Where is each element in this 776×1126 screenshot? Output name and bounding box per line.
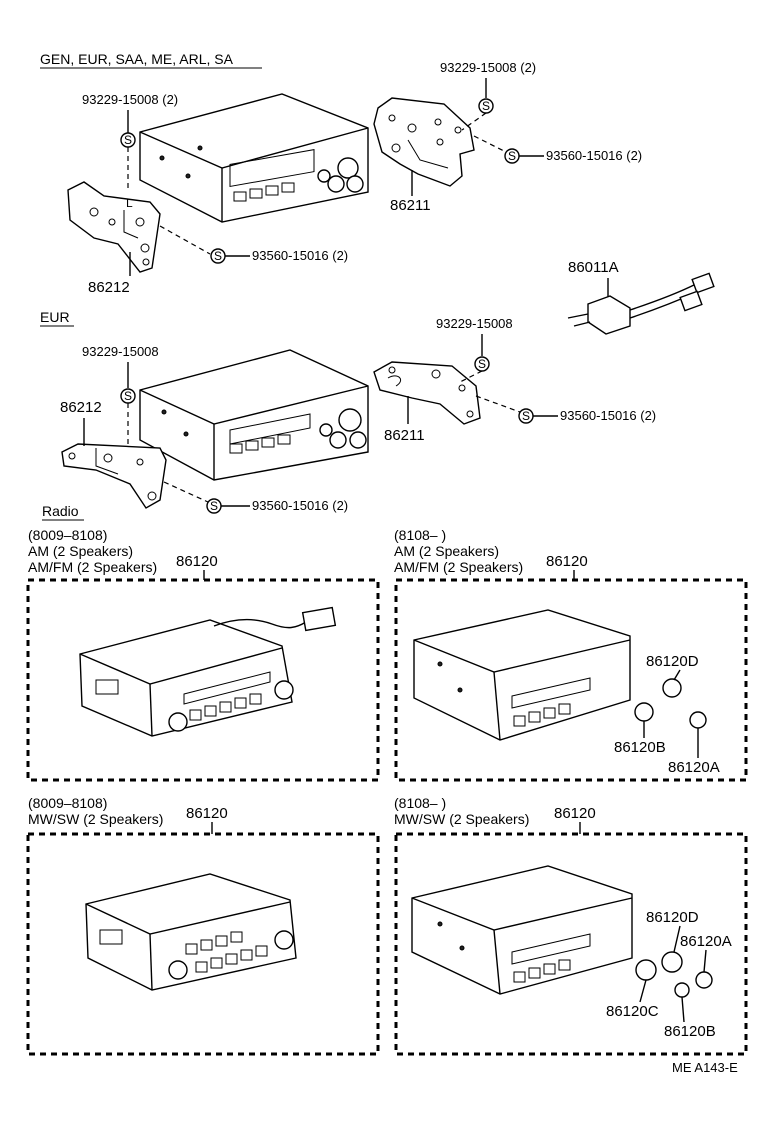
panel3-part: 86120 — [186, 805, 228, 822]
panel4-knob-b: 86120B — [664, 1023, 716, 1040]
svg-text:S: S — [522, 409, 530, 423]
panel3-line1: MW/SW (2 Speakers) — [28, 811, 163, 827]
panel4-period: (8108– ) — [394, 795, 446, 811]
panel4-knob-d: 86120D — [646, 909, 699, 926]
section-header-radio: Radio — [42, 503, 79, 519]
panel1-period: (8009–8108) — [28, 527, 107, 543]
part-label-86211-a: 86211 — [390, 197, 431, 214]
panel2-period: (8108– ) — [394, 527, 446, 543]
svg-text:S: S — [210, 499, 218, 513]
part-label-86212-a: 86212 — [88, 279, 130, 296]
panel1-line2: AM/FM (2 Speakers) — [28, 559, 157, 575]
part-label-86011A: 86011A — [568, 259, 619, 276]
part-label-86212-b: 86212 — [60, 399, 102, 416]
part-label-86211-b: 86211 — [384, 427, 425, 444]
panel2-line1: AM (2 Speakers) — [394, 543, 499, 559]
panel2-knob-d: 86120D — [646, 653, 699, 670]
panel4-line1: MW/SW (2 Speakers) — [394, 811, 529, 827]
svg-text:L: L — [126, 196, 133, 210]
panel2-part: 86120 — [546, 553, 588, 570]
svg-text:S: S — [478, 357, 486, 371]
bracket-right-86211 — [373, 361, 481, 425]
radio-unit-icon — [139, 349, 369, 481]
part-label-93229-d: 93229-15008 — [436, 316, 513, 331]
radio-unit-icon — [79, 606, 337, 737]
part-label-93560-b: 93560-15016 (2) — [546, 148, 642, 163]
radio-unit-icon — [411, 865, 633, 995]
part-label-93560-c: 93560-15016 (2) — [252, 498, 348, 513]
radio-unit-icon — [413, 609, 631, 741]
panel4-part: 86120 — [554, 805, 596, 822]
panel3-period: (8009–8108) — [28, 795, 107, 811]
panel2-knob-b: 86120B — [614, 739, 666, 756]
panel1-line1: AM (2 Speakers) — [28, 543, 133, 559]
bracket-left-86212: L — [67, 181, 161, 273]
section-header-general: GEN, EUR, SAA, ME, ARL, SA — [40, 51, 234, 67]
panel2-knob-a: 86120A — [668, 759, 720, 776]
part-label-93560-d: 93560-15016 (2) — [560, 408, 656, 423]
part-label-93229-b: 93229-15008 (2) — [440, 60, 536, 75]
figure-code: ME A143-E — [672, 1060, 738, 1075]
part-label-93229-a: 93229-15008 (2) — [82, 92, 178, 107]
svg-text:S: S — [214, 249, 222, 263]
svg-text:S: S — [124, 133, 132, 147]
section-header-eur: EUR — [40, 309, 70, 325]
knob-icon — [634, 678, 707, 729]
panel2-line2: AM/FM (2 Speakers) — [394, 559, 523, 575]
bracket-left-86212 — [61, 443, 167, 509]
panel4-knob-a: 86120A — [680, 933, 732, 950]
part-label-93229-c: 93229-15008 — [82, 344, 159, 359]
svg-text:S: S — [508, 149, 516, 163]
svg-text:S: S — [482, 99, 490, 113]
part-label-93560-a: 93560-15016 (2) — [252, 248, 348, 263]
bracket-right-86211 — [373, 97, 475, 187]
radio-unit-icon — [85, 873, 297, 991]
radio-unit-icon — [139, 93, 369, 223]
svg-text:S: S — [124, 389, 132, 403]
knob-icon — [635, 951, 713, 998]
panel1-part: 86120 — [176, 553, 218, 570]
connector-icon — [567, 272, 715, 335]
panel4-knob-c: 86120C — [606, 1003, 659, 1020]
